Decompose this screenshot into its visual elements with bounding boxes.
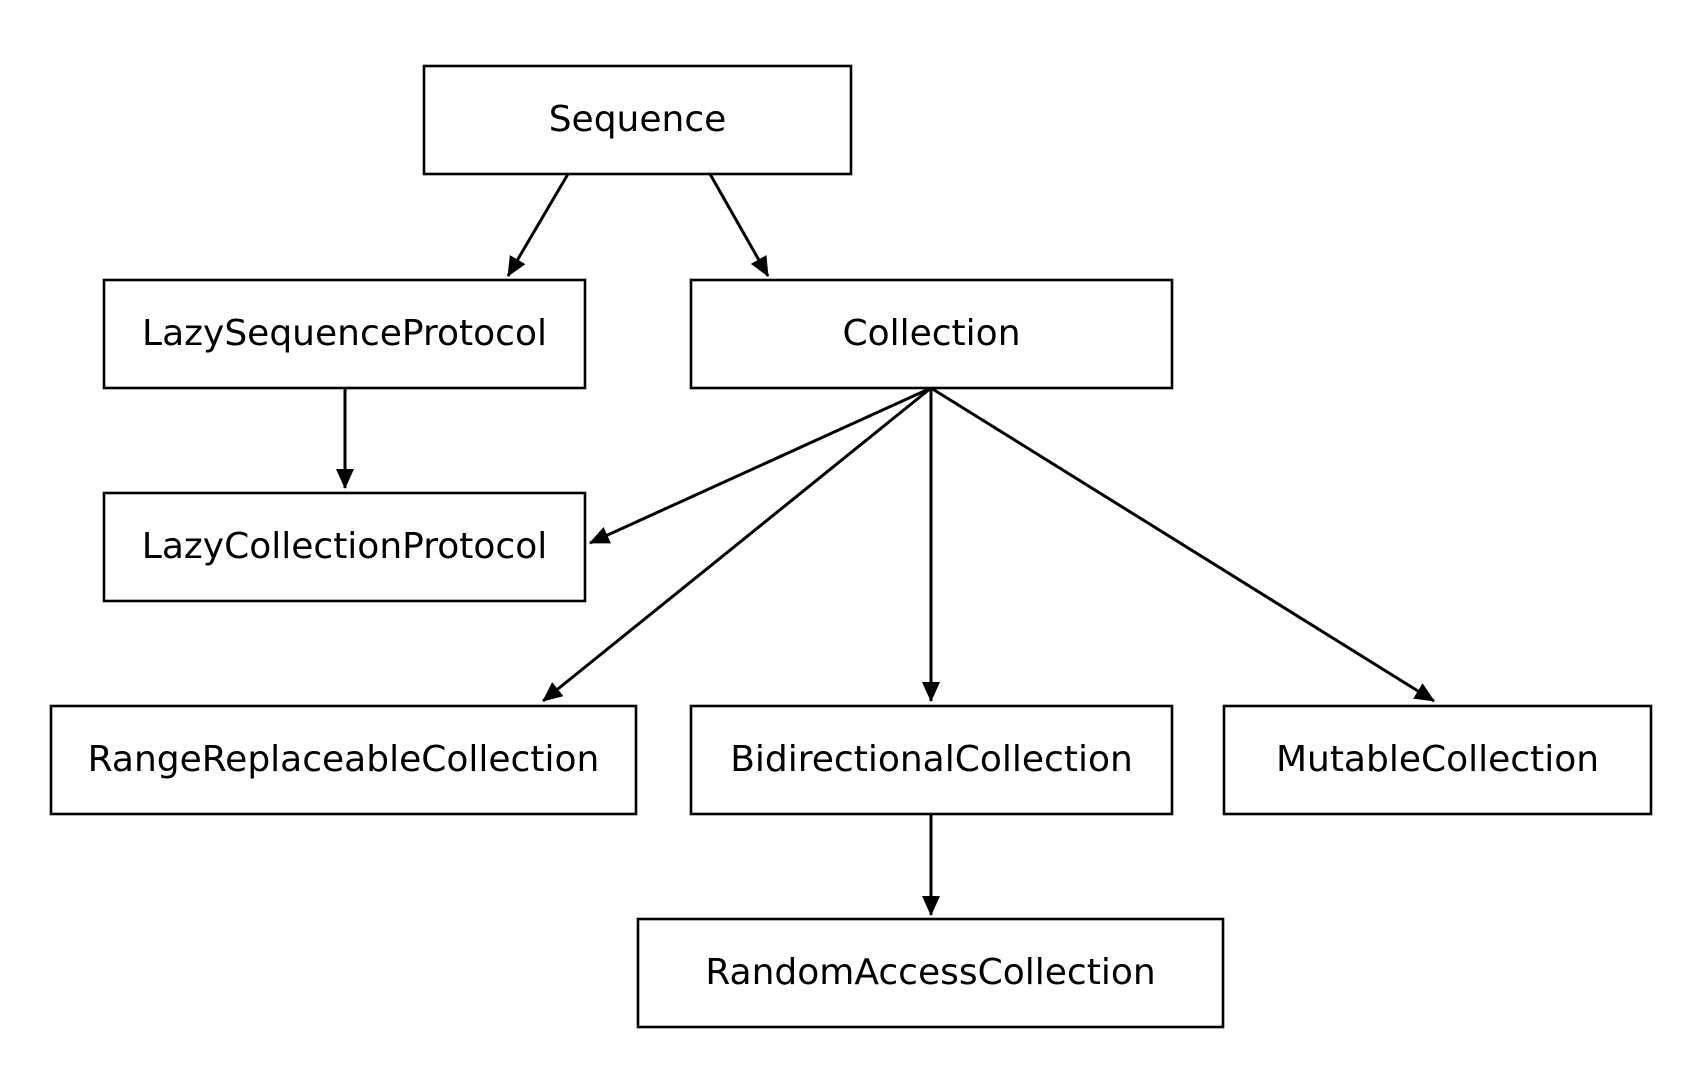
node-box xyxy=(689,704,1174,816)
node-lazy-collection-protocol: LazyCollectionProtocol xyxy=(102,491,587,603)
node-box xyxy=(422,64,853,176)
node-label: Sequence xyxy=(549,99,727,140)
edge-collection-to-mutable-collection xyxy=(930,386,1435,703)
node-lazy-sequence-protocol: LazySequenceProtocol xyxy=(102,278,587,390)
node-label: RangeReplaceableCollection xyxy=(88,739,600,780)
node-mutable-collection: MutableCollection xyxy=(1222,704,1653,816)
edges xyxy=(336,173,1435,916)
node-collection: Collection xyxy=(689,278,1174,390)
node-range-replaceable-collection: RangeReplaceableCollection xyxy=(49,704,638,816)
node-label: LazyCollectionProtocol xyxy=(142,526,547,567)
node-box xyxy=(636,917,1225,1029)
node-box xyxy=(1222,704,1653,816)
edge-sequence-to-collection xyxy=(708,173,770,277)
node-box xyxy=(49,704,638,816)
edge-collection-to-lazy-collection-protocol xyxy=(589,386,932,545)
node-box xyxy=(689,278,1174,390)
node-box xyxy=(102,278,587,390)
edge-sequence-to-lazy-sequence-protocol xyxy=(506,173,570,277)
edge-collection-to-range-replaceable-collection xyxy=(542,386,932,703)
node-random-access-collection: RandomAccessCollection xyxy=(636,917,1225,1029)
node-label: RandomAccessCollection xyxy=(705,952,1155,993)
node-label: BidirectionalCollection xyxy=(730,739,1133,780)
node-box xyxy=(102,491,587,603)
node-label: LazySequenceProtocol xyxy=(142,313,547,354)
node-bidirectional-collection: BidirectionalCollection xyxy=(689,704,1174,816)
node-label: MutableCollection xyxy=(1276,739,1599,780)
node-sequence: Sequence xyxy=(422,64,853,176)
node-label: Collection xyxy=(842,313,1020,354)
